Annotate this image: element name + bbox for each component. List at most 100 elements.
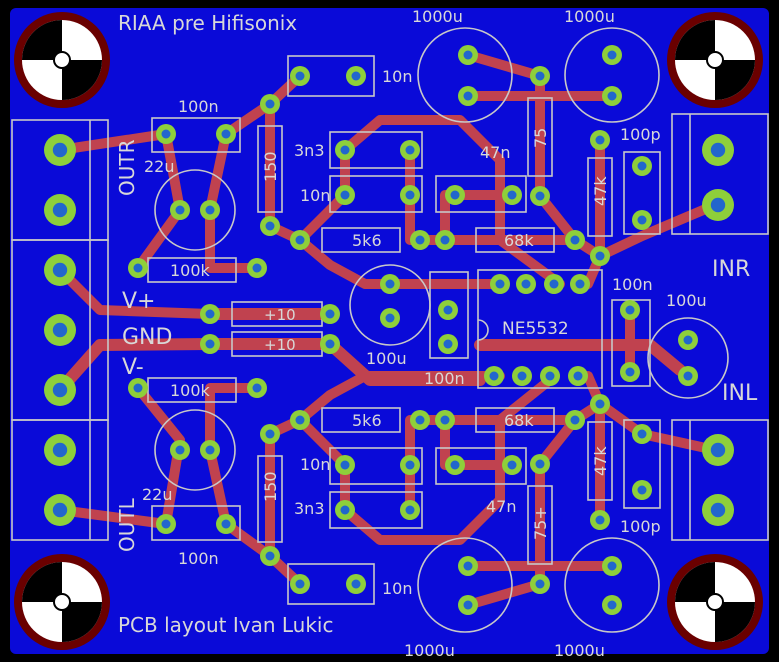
pad-drill (683, 371, 693, 381)
pad-drill (52, 382, 68, 398)
mounting-hole-tl (14, 12, 110, 108)
r-150-bot-label: 150 (261, 471, 280, 502)
pad-drill (637, 485, 647, 495)
label-gnd: GND (122, 325, 172, 350)
pad-drill (710, 442, 726, 458)
c-100n-bl-label: 100n (178, 549, 219, 568)
pad-drill (161, 129, 171, 139)
c-22u-top-label: 22u (144, 157, 175, 176)
pad-drill (607, 600, 617, 610)
pad-drill (295, 235, 305, 245)
mounting-hole-br (667, 554, 763, 650)
pad-drill (265, 429, 275, 439)
pad-drill (535, 191, 545, 201)
silkscreen (11, 27, 769, 633)
pad-drill (405, 145, 415, 155)
pad-drill (415, 235, 425, 245)
pad-drill (221, 519, 231, 529)
pad-drill (295, 579, 305, 589)
pad-drill (637, 215, 647, 225)
pad-drill (495, 279, 505, 289)
r-5k6-bot-label: 5k6 (352, 411, 382, 430)
r-68k-top-label: 68k (504, 231, 534, 250)
board-credit: PCB layout Ivan Lukic (118, 613, 334, 637)
pad-drill (607, 561, 617, 571)
pad-drill (385, 279, 395, 289)
c-47n-top-label: 47n (480, 143, 511, 162)
pad-drill (405, 460, 415, 470)
pad-drill (463, 50, 473, 60)
pad-drill (450, 460, 460, 470)
pad-drill (517, 371, 527, 381)
pad-drill (52, 262, 68, 278)
pad-drill (295, 71, 305, 81)
pad-drill (265, 551, 275, 561)
pad-drill (535, 579, 545, 589)
pad-drill (340, 505, 350, 515)
c-10n-top2-label: 10n (300, 186, 331, 205)
c-3n3-top-label: 3n3 (294, 141, 325, 160)
c-100n-tl-label: 100n (178, 97, 219, 116)
c-top-left-label: 1000u (412, 7, 463, 26)
label-inr: INR (712, 257, 750, 282)
pad-drill (405, 190, 415, 200)
pad-drill (535, 459, 545, 469)
pad-drill (573, 371, 583, 381)
pad-drill (607, 50, 617, 60)
pad-drill (52, 442, 68, 458)
pads (44, 45, 734, 615)
pad-drill (595, 399, 605, 409)
mounting-hole-bl (14, 554, 110, 650)
label-vminus: V- (122, 355, 144, 380)
pad-drill (415, 415, 425, 425)
c-100p-top-label: 100p (620, 125, 661, 144)
c-3n3-bot-label: 3n3 (294, 499, 325, 518)
r-10-bot-label: +10 (264, 336, 296, 354)
pad-drill (252, 263, 262, 273)
c-10n-bot-label: 10n (382, 579, 413, 598)
board-title: RIAA pre Hifisonix (118, 11, 297, 35)
r-68k-bot-label: 68k (504, 411, 534, 430)
c-100u-right-label: 100u (666, 291, 707, 310)
r-100k-bot-label: 100k (170, 381, 211, 400)
pad-drill (385, 313, 395, 323)
pad-drill (52, 502, 68, 518)
pad-drill (351, 579, 361, 589)
label-ic: NE5532 (502, 319, 569, 339)
c-bot-left-label: 1000u (404, 641, 455, 660)
pad-drill (52, 142, 68, 158)
c-100u-mid-label: 100u (366, 349, 407, 368)
pad-drill (405, 505, 415, 515)
pad-drill (325, 339, 335, 349)
pad-drill (595, 251, 605, 261)
pad-drill (351, 71, 361, 81)
pad-drill (535, 71, 545, 81)
pad-drill (507, 460, 517, 470)
mounting-hole-tr (667, 12, 763, 108)
pad-drill (133, 263, 143, 273)
pad-drill (440, 415, 450, 425)
pad-drill (507, 190, 517, 200)
pad-drill (570, 415, 580, 425)
pad-drill (440, 235, 450, 245)
r-150-top-label: 150 (261, 151, 280, 182)
label-vplus: V+ (122, 289, 155, 314)
pad-drill (683, 335, 693, 345)
pad-drill (545, 371, 555, 381)
c-47n-bot-label: 47n (486, 497, 517, 516)
pad-drill (52, 322, 68, 338)
pad-drill (637, 161, 647, 171)
pad-drill (265, 221, 275, 231)
pad-drill (443, 339, 453, 349)
r-47k-top-label: 47k (591, 176, 610, 206)
c-100p-bot-label: 100p (620, 517, 661, 536)
pad-drill (549, 279, 559, 289)
c-100n-mid2-label: 100n (424, 369, 465, 388)
pad-drill (252, 383, 262, 393)
label-outl: OUTL (115, 497, 139, 552)
pad-drill (295, 415, 305, 425)
pad-drill (570, 235, 580, 245)
pad-drill (325, 309, 335, 319)
pad-drill (575, 279, 585, 289)
